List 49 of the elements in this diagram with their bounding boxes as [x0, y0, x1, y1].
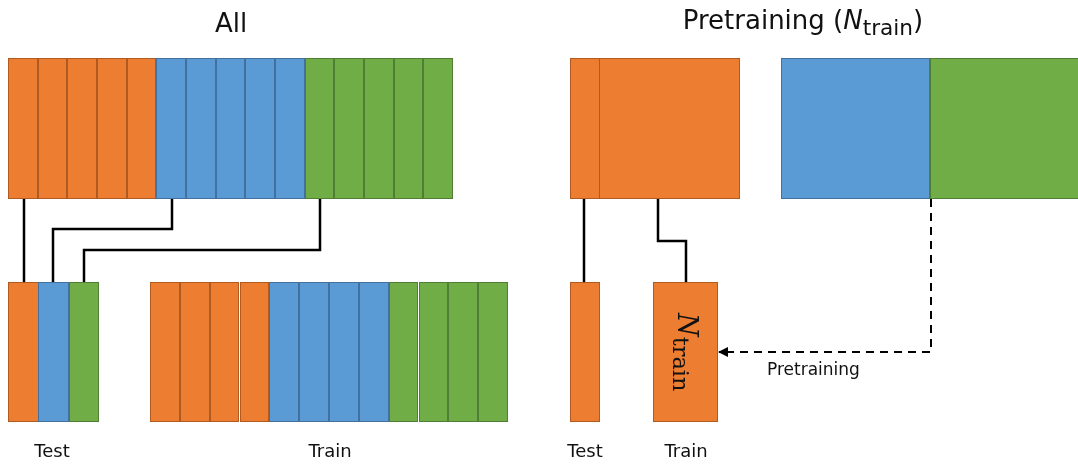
- data-strip: [304, 58, 335, 199]
- dashed-arrow: [718, 198, 932, 357]
- data-strip: [38, 282, 69, 422]
- data-strip: [68, 282, 99, 422]
- data-strip: [299, 282, 329, 422]
- data-strip: [329, 282, 359, 422]
- data-strip: [156, 58, 186, 199]
- data-strip: [599, 58, 740, 199]
- data-strip: [275, 58, 305, 199]
- data-strip: [186, 58, 216, 199]
- section-heading: All: [214, 8, 248, 38]
- data-strip: [67, 58, 97, 199]
- data-strip: [179, 282, 210, 422]
- data-strip: [239, 282, 270, 422]
- connector-line: [582, 199, 586, 282]
- data-strip: [570, 58, 600, 199]
- data-strip: [37, 58, 68, 199]
- data-strip: [126, 58, 157, 199]
- split-label: Test: [34, 440, 70, 461]
- data-strip: [269, 282, 300, 422]
- data-strip: [423, 58, 453, 199]
- data-strip: [364, 58, 394, 199]
- connector-line: [51, 199, 174, 282]
- data-strip: [393, 58, 424, 199]
- data-strip: [448, 282, 479, 422]
- split-label: Test: [567, 440, 603, 461]
- train-set-block: [653, 282, 718, 422]
- data-strip: [418, 282, 449, 422]
- split-label: Train: [308, 440, 352, 461]
- data-strip: [570, 282, 600, 422]
- connector-line: [656, 199, 688, 282]
- data-strip: [930, 58, 1078, 199]
- data-strip: [478, 282, 508, 422]
- split-label: Train: [664, 440, 708, 461]
- data-strip: [209, 282, 240, 422]
- connector-line: [82, 199, 322, 282]
- section-heading: Pretraining (N$_{train}$): [682, 5, 924, 41]
- data-strip: [97, 58, 127, 199]
- data-strip: [334, 58, 364, 199]
- data-strip: [8, 282, 39, 422]
- connector-line: [22, 199, 26, 282]
- edge-label: Pretraining: [767, 359, 860, 379]
- data-strip: [388, 282, 419, 422]
- data-strip: [781, 58, 930, 199]
- data-strip: [358, 282, 389, 422]
- data-strip: [245, 58, 275, 199]
- data-strip: [215, 58, 246, 199]
- data-strip: [150, 282, 180, 422]
- data-strip: [8, 58, 38, 199]
